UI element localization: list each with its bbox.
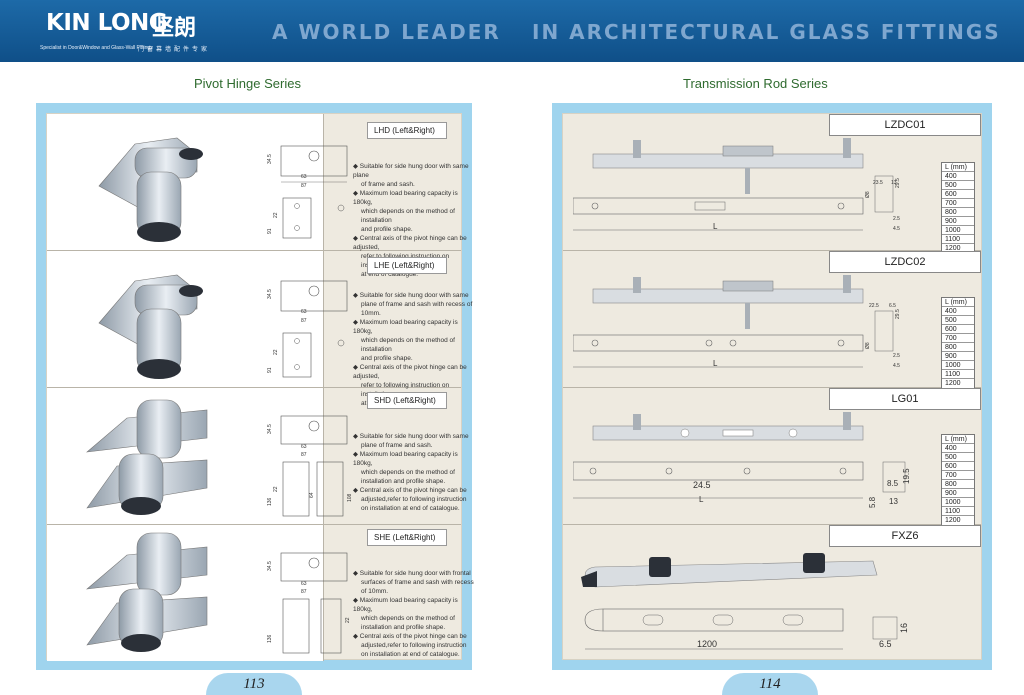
product-code: LG01	[829, 388, 981, 410]
product-description: ◆ Suitable for side hung door with same …	[353, 433, 469, 512]
page-number-left: 113	[206, 673, 302, 695]
svg-text:23.5: 23.5	[873, 180, 883, 186]
svg-text:16: 16	[899, 623, 909, 633]
rod-lzdc02-icon: L Ø8 22.5 6.5 29.5 2.5 4.5	[573, 275, 901, 369]
product-description: ◆ Suitable for side hung door with same …	[353, 163, 469, 278]
hinge-lhd-icon	[98, 137, 203, 242]
hinge-she-drawing-icon: 34.5 63 87 136 22	[267, 552, 351, 654]
product-description: ◆ Suitable for side hung door with front…	[353, 570, 474, 658]
svg-text:22.5: 22.5	[869, 303, 879, 309]
rod-lzdc01-icon: L Ø8 23.5 13 29.5 2.5 4.5	[573, 138, 901, 232]
svg-text:87: 87	[301, 452, 307, 458]
svg-text:5.8: 5.8	[868, 496, 877, 508]
hinge-she-icon	[86, 532, 208, 652]
product-row-she: SHE (Left&Right) 34.5 63 87 136 22 ◆ Sui…	[47, 525, 474, 661]
svg-text:34.5: 34.5	[267, 289, 273, 299]
svg-text:1200: 1200	[697, 639, 717, 649]
length-table: L (mm) 400 500 600 700 800 900 1000 1100…	[941, 434, 975, 526]
length-label: L	[713, 222, 718, 231]
product-tag: SHE (Left&Right)	[367, 529, 447, 546]
svg-text:136: 136	[267, 634, 273, 643]
rod-lg01-icon: 24.5 L 19.5 8.5 5.8 13	[573, 412, 911, 508]
brand-tagline: Specialist in Door&Window and Glass-Wall…	[40, 45, 153, 51]
hinge-shd-icon	[86, 399, 208, 515]
svg-text:87: 87	[301, 183, 307, 189]
product-row-lhd: LHD (Left&Right) 34.5 63 87 91 22 ◆ Suit…	[47, 114, 469, 278]
svg-text:13: 13	[889, 497, 898, 506]
brand-logo: KIN LONG	[46, 10, 168, 36]
svg-text:34.5: 34.5	[267, 154, 273, 164]
rod-fxz6-icon: 1200 16 6.5	[581, 553, 909, 650]
product-photo	[47, 525, 324, 661]
catalog-header: KIN LONG 坚朗 Specialist in Door&Window an…	[0, 0, 1024, 62]
left-page-panel: LHD (Left&Right) 34.5 63 87 91 22 ◆ Suit…	[46, 113, 474, 661]
left-page: LHD (Left&Right) 34.5 63 87 91 22 ◆ Suit…	[36, 103, 474, 670]
product-row-lzdc02: LZDC02 L Ø8 22.5 6.5 29.5 2.5	[563, 251, 981, 389]
right-series-title: Transmission Rod Series	[683, 76, 828, 91]
length-table: L (mm) 400 500 600 700 800 900 1000 1100…	[941, 162, 975, 254]
page-number-right: 114	[722, 673, 818, 695]
product-code: LZDC01	[829, 114, 981, 136]
hinge-lhd-drawing-icon: 34.5 63 87 91 22	[267, 145, 348, 239]
product-code: LZDC02	[829, 251, 981, 273]
product-tag: LHE (Left&Right)	[367, 257, 447, 274]
svg-text:34.5: 34.5	[267, 561, 273, 571]
svg-text:19.5: 19.5	[902, 468, 911, 484]
svg-text:22: 22	[273, 486, 279, 492]
svg-text:6.5: 6.5	[879, 639, 892, 649]
length-label: L	[713, 359, 718, 368]
product-photo	[47, 388, 324, 524]
svg-text:4.5: 4.5	[893, 363, 900, 369]
svg-text:6.5: 6.5	[889, 303, 896, 309]
right-page: LZDC01 L Ø8 23.5 13 29.5 2.5 4.5	[552, 103, 992, 670]
product-row-lg01: LG01 24.5 L 19.5 8.5 5.8 13	[563, 388, 981, 526]
svg-text:Ø8: Ø8	[865, 342, 871, 349]
product-row-lhe: LHE (Left&Right) 34.5 63 87 91 22 ◆ Suit…	[47, 251, 472, 407]
svg-text:63: 63	[301, 444, 307, 450]
hinge-shd-drawing-icon: 34.5 63 87 136 22 64 108	[267, 415, 353, 517]
product-tag: SHD (Left&Right)	[367, 392, 447, 409]
slogan-right: IN ARCHITECTURAL GLASS FITTINGS	[532, 20, 1001, 44]
svg-text:91: 91	[267, 228, 273, 234]
svg-text:29.5: 29.5	[895, 178, 901, 188]
svg-text:29.5: 29.5	[895, 309, 901, 319]
product-row-fxz6: FXZ6 1200 16 6.5	[563, 525, 981, 661]
svg-text:63: 63	[301, 174, 307, 180]
svg-text:91: 91	[267, 367, 273, 373]
svg-text:2.5: 2.5	[893, 216, 900, 222]
svg-text:22: 22	[273, 349, 279, 355]
svg-text:136: 136	[267, 497, 273, 506]
product-code: FXZ6	[829, 525, 981, 547]
product-photo	[47, 114, 324, 250]
svg-text:87: 87	[301, 589, 307, 595]
svg-text:64: 64	[309, 492, 315, 498]
svg-text:34.5: 34.5	[267, 424, 273, 434]
svg-text:Ø8: Ø8	[865, 191, 871, 198]
product-row-lzdc01: LZDC01 L Ø8 23.5 13 29.5 2.5 4.5	[563, 114, 981, 254]
svg-text:13: 13	[891, 180, 897, 186]
svg-text:22: 22	[345, 617, 351, 623]
product-row-shd: SHD (Left&Right) 34.5 63 87 136 22 64 10…	[47, 388, 469, 525]
product-photo	[47, 251, 324, 387]
slogan-left: A WORLD LEADER	[272, 20, 501, 44]
svg-text:63: 63	[301, 309, 307, 315]
svg-text:87: 87	[301, 318, 307, 324]
length-table: L (mm) 400 500 600 700 800 900 1000 1100…	[941, 297, 975, 389]
brand-logo-cn: 坚朗	[152, 16, 197, 41]
left-series-title: Pivot Hinge Series	[194, 76, 301, 91]
product-tag: LHD (Left&Right)	[367, 122, 447, 139]
length-label: L	[699, 495, 704, 504]
svg-text:4.5: 4.5	[893, 226, 900, 232]
hinge-lhe-drawing-icon: 34.5 63 87 91 22	[267, 280, 348, 378]
right-page-panel: LZDC01 L Ø8 23.5 13 29.5 2.5 4.5	[562, 113, 982, 660]
svg-text:63: 63	[301, 581, 307, 587]
svg-text:108: 108	[347, 493, 353, 502]
svg-text:8.5: 8.5	[887, 479, 899, 488]
svg-text:2.5: 2.5	[893, 353, 900, 359]
svg-text:24.5: 24.5	[693, 480, 711, 490]
brand-tagline-cn: 门窗幕墙配件专家	[138, 47, 211, 53]
hinge-lhe-icon	[98, 274, 203, 379]
svg-text:22: 22	[273, 212, 279, 218]
